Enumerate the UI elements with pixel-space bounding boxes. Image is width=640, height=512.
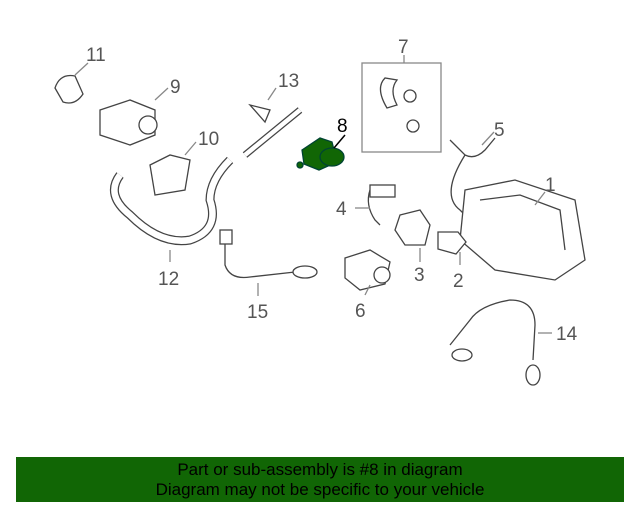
part-7-box xyxy=(361,62,442,153)
part-11 xyxy=(54,74,84,104)
banner-line-disclaimer: Diagram may not be specific to your vehi… xyxy=(155,480,485,499)
part-1 xyxy=(459,179,586,281)
part-10 xyxy=(149,154,191,196)
part-8-highlighted xyxy=(296,137,345,171)
callout-13[interactable]: 13 xyxy=(278,71,300,92)
callout-1[interactable]: 1 xyxy=(545,175,556,196)
callout-14[interactable]: 14 xyxy=(556,324,578,345)
callout-9[interactable]: 9 xyxy=(170,77,181,98)
part-15 xyxy=(224,240,296,279)
callout-12[interactable]: 12 xyxy=(158,269,180,290)
part-9 xyxy=(99,99,156,146)
callout-6[interactable]: 6 xyxy=(355,301,366,322)
banner-line-part: Part or sub-assembly is #8 in diagram xyxy=(177,460,463,479)
info-banner: Part or sub-assembly is #8 in diagram Di… xyxy=(16,457,624,502)
callout-8[interactable]: 8 xyxy=(337,116,348,137)
part-14 xyxy=(449,299,536,361)
callout-3[interactable]: 3 xyxy=(414,265,425,286)
callout-4[interactable]: 4 xyxy=(336,199,347,220)
callout-5[interactable]: 5 xyxy=(494,120,505,141)
part-4 xyxy=(367,189,381,226)
callout-11[interactable]: 11 xyxy=(86,45,106,66)
callout-7[interactable]: 7 xyxy=(398,37,409,58)
callout-2[interactable]: 2 xyxy=(453,271,464,292)
callout-15[interactable]: 15 xyxy=(247,302,269,323)
part-3 xyxy=(394,209,431,246)
part-2 xyxy=(437,231,467,255)
callout-10[interactable]: 10 xyxy=(198,129,220,150)
parts-diagram xyxy=(54,55,586,386)
part-5 xyxy=(449,137,496,216)
